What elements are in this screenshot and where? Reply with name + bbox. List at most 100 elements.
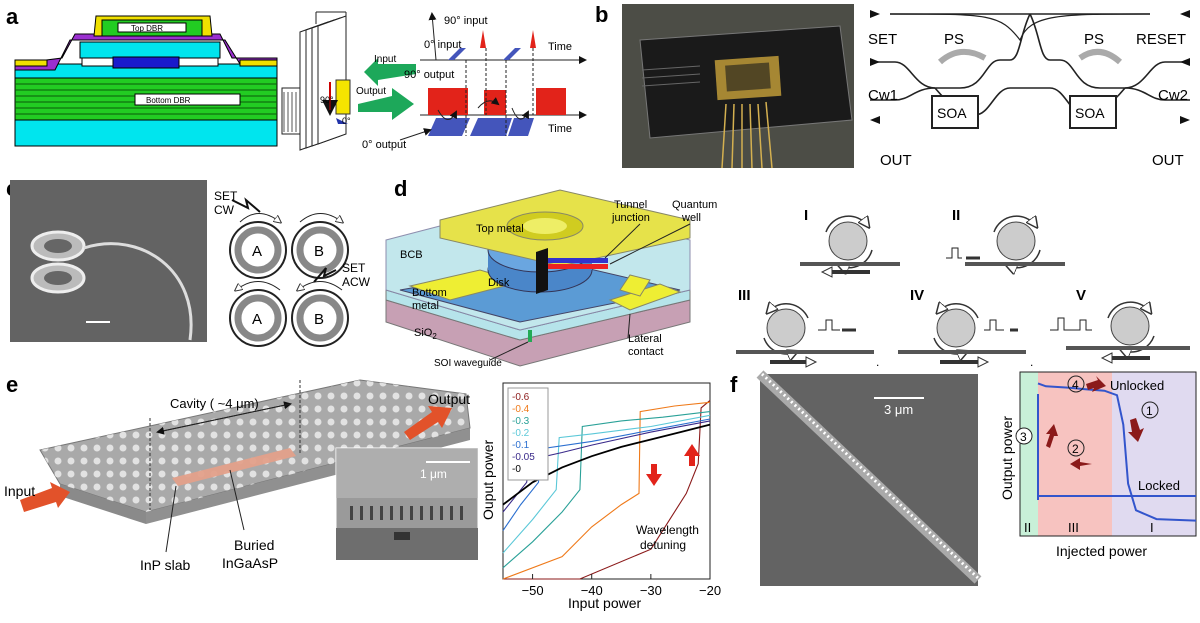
panel-e-letter: e	[6, 372, 18, 397]
out90-label: 90° output	[404, 69, 454, 81]
qw-line2: well	[681, 212, 701, 224]
ring-b-bottom: B	[314, 311, 324, 328]
chart-e-series-line	[502, 414, 711, 554]
waveguide-diagonal	[756, 370, 982, 584]
set-cw-line1: SET	[214, 189, 238, 203]
panel-f-letter: f	[730, 372, 738, 397]
sep-dot-1: .	[876, 355, 879, 369]
ring-b-top: B	[314, 243, 324, 260]
panel-b: b PS PS SOA SOA	[595, 2, 1190, 169]
output-label: Output	[356, 86, 386, 97]
unlocked-label: Unlocked	[1110, 378, 1164, 393]
disk-label: Disk	[488, 277, 510, 289]
rings-bottom: A B	[229, 267, 349, 347]
rings-top: A B	[229, 197, 349, 279]
chart-e-ticks: −50 −40 −30 −20	[522, 574, 721, 598]
sio2-label: SiO2	[414, 327, 437, 341]
lateral-line2: contact	[628, 346, 663, 358]
step-2-label: 2	[1072, 442, 1079, 456]
soi-waveguide-label: SOI waveguide	[434, 358, 502, 369]
top-metal-label: Top metal	[476, 223, 524, 235]
in0-label: 0° input	[424, 39, 461, 51]
chart-e-legend-item: -0.6	[512, 392, 530, 403]
chart-e-xlabel: Input power	[568, 595, 641, 611]
bottom-metal-line1: Bottom	[412, 287, 447, 299]
chart-e-series-line	[502, 420, 711, 513]
input-arrow	[364, 58, 416, 86]
top-dbr-label: Top DBR	[131, 24, 163, 33]
ring-a-top: A	[252, 243, 262, 260]
chart-e-legend-items: -0.6-0.4-0.3-0.2-0.1-0.05-0	[512, 392, 535, 475]
deg90-label: 90°	[320, 95, 334, 105]
soa-left-box	[931, 95, 979, 129]
chart-e: −50 −40 −30 −20 Input power Ouput power -0.…	[480, 382, 721, 611]
out0-label: 0° output	[362, 139, 406, 151]
arrow-f-2	[1070, 458, 1092, 470]
soa-right-box	[1069, 95, 1117, 129]
ring-a-bottom: A	[252, 311, 262, 328]
soa-left-label: SOA	[937, 105, 967, 121]
phase-shifter-right	[1078, 49, 1123, 65]
chart-e-tick-label: −40	[581, 583, 603, 598]
region-i-bg	[1112, 372, 1196, 536]
chart-e-legend	[507, 387, 549, 481]
chart-e-tick-label: −20	[699, 583, 721, 598]
chart-e-legend-item: -0.3	[512, 416, 530, 427]
phase-shifter-left	[937, 49, 987, 65]
panel-f: f 3 μm II III I Unlocked Locked 4 1 2 3 …	[730, 370, 1197, 586]
output-label-e: Output	[428, 391, 470, 407]
buried-line2: InGaAsP	[222, 555, 278, 571]
bcb-label: BCB	[400, 249, 423, 261]
cavity-label: Cavity ( ~4 μm)	[170, 396, 259, 411]
arrow-up-e	[684, 444, 700, 466]
chart-e-legend-item: -0.05	[512, 452, 535, 463]
region-iii-bg	[1038, 372, 1112, 536]
arrow-f-4	[1086, 376, 1106, 392]
bottom-dbr-label: Bottom DBR	[146, 96, 191, 105]
step-1-label: 1	[1146, 404, 1153, 418]
soa-right-label: SOA	[1075, 105, 1105, 121]
set-cw-line2: CW	[214, 203, 235, 217]
sem-photo-c	[10, 180, 207, 342]
cw1-label: Cw1	[868, 87, 898, 104]
chart-f-series-line	[1037, 382, 1197, 522]
input-arrow-e	[20, 482, 70, 512]
region-i-label: I	[1150, 520, 1154, 535]
set-label: SET	[868, 31, 897, 48]
substrate	[14, 119, 278, 147]
bottom-metal-line2: metal	[412, 300, 439, 312]
chart-e-tick-label: −50	[522, 583, 544, 598]
state-i-label: I	[804, 207, 808, 224]
state-ii-label: II	[952, 207, 960, 224]
step-3-circle	[1015, 427, 1033, 445]
arrow-f-3	[1046, 424, 1058, 448]
input-label-e: Input	[4, 483, 35, 499]
output-arrow-e	[404, 406, 452, 440]
qw-line1: Quantum	[672, 199, 717, 211]
arrow-f-1	[1128, 418, 1144, 442]
out-right-label: OUT	[1152, 152, 1184, 169]
chart-e-legend-item: -0	[512, 464, 521, 475]
panel-d: d Top metal Tunnel junction Quantum well…	[385, 176, 1190, 369]
wl-detuning-line2: detuning	[640, 538, 686, 552]
chart-f-ylabel: Output power	[999, 416, 1015, 500]
region-iii-label: III	[1068, 520, 1079, 535]
step-1-circle	[1141, 401, 1159, 419]
sep-dot-2: .	[1030, 355, 1033, 369]
panel-e: e Cavity ( ~4 μm) Input Output InP slab …	[4, 372, 479, 573]
cw2-label: Cw2	[1158, 87, 1188, 104]
chart-e-tick-label: −30	[640, 583, 662, 598]
panel-b-letter: b	[595, 2, 608, 27]
ps-left-label: PS	[944, 31, 964, 48]
lateral-line1: Lateral	[628, 333, 662, 345]
chart-f-xlabel: Injected power	[1056, 543, 1147, 559]
in90-label: 90° input	[444, 15, 488, 27]
chart-e-series-line	[502, 411, 711, 569]
time-label-top: Time	[548, 41, 572, 53]
region-ii-label: II	[1024, 520, 1031, 535]
chart-e-ylabel: Ouput power	[480, 440, 496, 520]
buried-line1: Buried	[234, 537, 274, 553]
ps-right-label: PS	[1084, 31, 1104, 48]
panel-c: c A B SET CW A B	[6, 176, 371, 347]
